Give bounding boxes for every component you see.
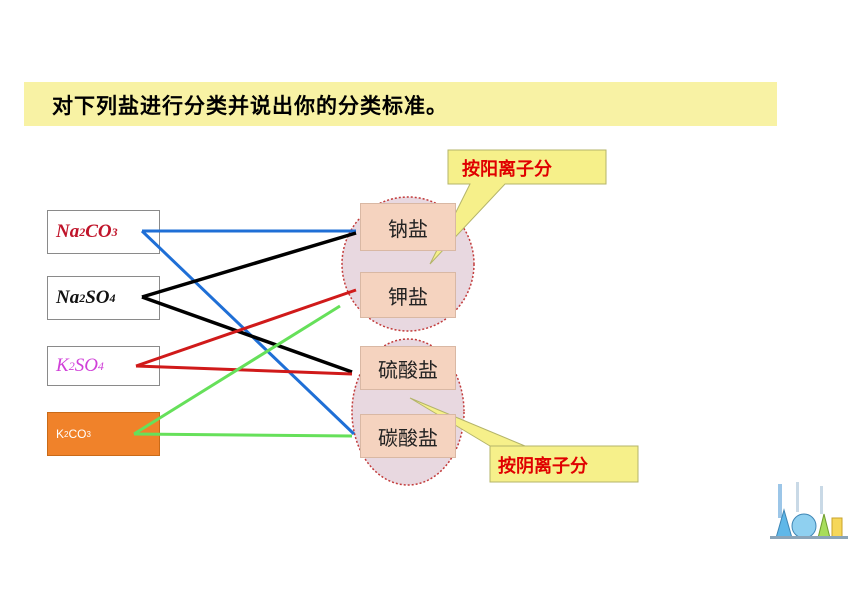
salt-k2so4-base: K	[56, 355, 69, 376]
salt-k2so4-sub2: 4	[97, 358, 104, 373]
salt-k2so4-mid: SO	[74, 355, 98, 376]
salt-na2co3-sub2: 3	[111, 224, 118, 239]
salt-k2so4-sub1: 2	[68, 358, 75, 373]
cation-callout-label: 按阳离子分	[462, 159, 552, 180]
title-bar	[24, 82, 777, 126]
salt-k2co3-sub2: 3	[86, 429, 91, 439]
cation-callout-bubble	[429, 149, 607, 265]
category-sodium-salt: 钠盐	[360, 203, 456, 251]
salt-na2co3-base: Na	[56, 221, 80, 242]
salt-k2co3-base: K	[56, 427, 65, 441]
category-sulfate: 硫酸盐	[360, 346, 456, 390]
salt-na2so4-sub2: 4	[109, 290, 116, 305]
page-title: 对下列盐进行分类并说出你的分类标准。	[52, 94, 448, 118]
category-carbonate: 碳酸盐	[360, 414, 456, 458]
salt-na2so4-sub1: 2	[79, 290, 86, 305]
anion-callout-label: 按阴离子分	[498, 456, 588, 477]
salt-na2so4-base: Na	[56, 287, 80, 308]
lab-flasks-icon	[770, 482, 848, 539]
salt-k2co3-mid: CO	[68, 427, 87, 441]
category-potassium-salt: 钾盐	[360, 272, 456, 318]
salt-na2co3-mid: CO	[85, 221, 112, 242]
salt-na2so4-mid: SO	[85, 287, 110, 308]
salt-k2co3-sub1: 2	[64, 429, 69, 439]
salt-na2co3-sub1: 2	[79, 224, 86, 239]
